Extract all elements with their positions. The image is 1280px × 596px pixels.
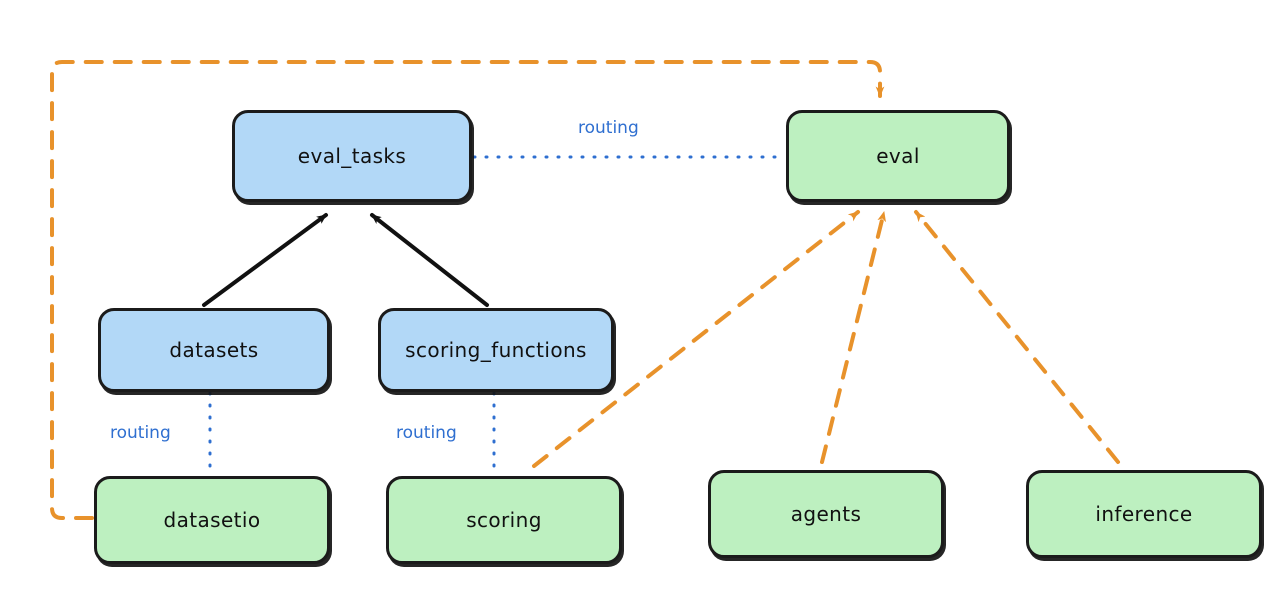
node-datasetio[interactable]: datasetio	[94, 476, 330, 564]
node-label-scoring-functions: scoring_functions	[405, 338, 587, 362]
node-label-scoring: scoring	[466, 508, 542, 532]
edge-scoring_functions-eval_tasks	[370, 213, 489, 307]
edge-agents-eval	[820, 210, 886, 464]
node-datasets[interactable]: datasets	[98, 308, 330, 392]
node-eval-tasks[interactable]: eval_tasks	[232, 110, 472, 202]
node-eval[interactable]: eval	[786, 110, 1010, 202]
node-label-inference: inference	[1095, 502, 1193, 526]
node-label-datasetio: datasetio	[163, 508, 261, 532]
node-agents[interactable]: agents	[708, 470, 944, 558]
node-label-agents: agents	[790, 502, 862, 526]
edge-inference-eval	[914, 210, 1120, 464]
edge-label-routing-scoring-functions-scoring: routing	[396, 423, 457, 443]
edge-label-routing-datasets-datasetio: routing	[110, 423, 171, 443]
node-scoring-functions[interactable]: scoring_functions	[378, 308, 614, 392]
node-scoring[interactable]: scoring	[386, 476, 622, 564]
node-label-eval-tasks: eval_tasks	[297, 144, 407, 168]
edge-label-routing-eval-tasks-eval: routing	[578, 118, 639, 138]
edge-datasets-eval_tasks	[202, 213, 328, 307]
node-label-eval: eval	[876, 144, 920, 168]
node-label-datasets: datasets	[169, 338, 259, 362]
node-inference[interactable]: inference	[1026, 470, 1262, 558]
